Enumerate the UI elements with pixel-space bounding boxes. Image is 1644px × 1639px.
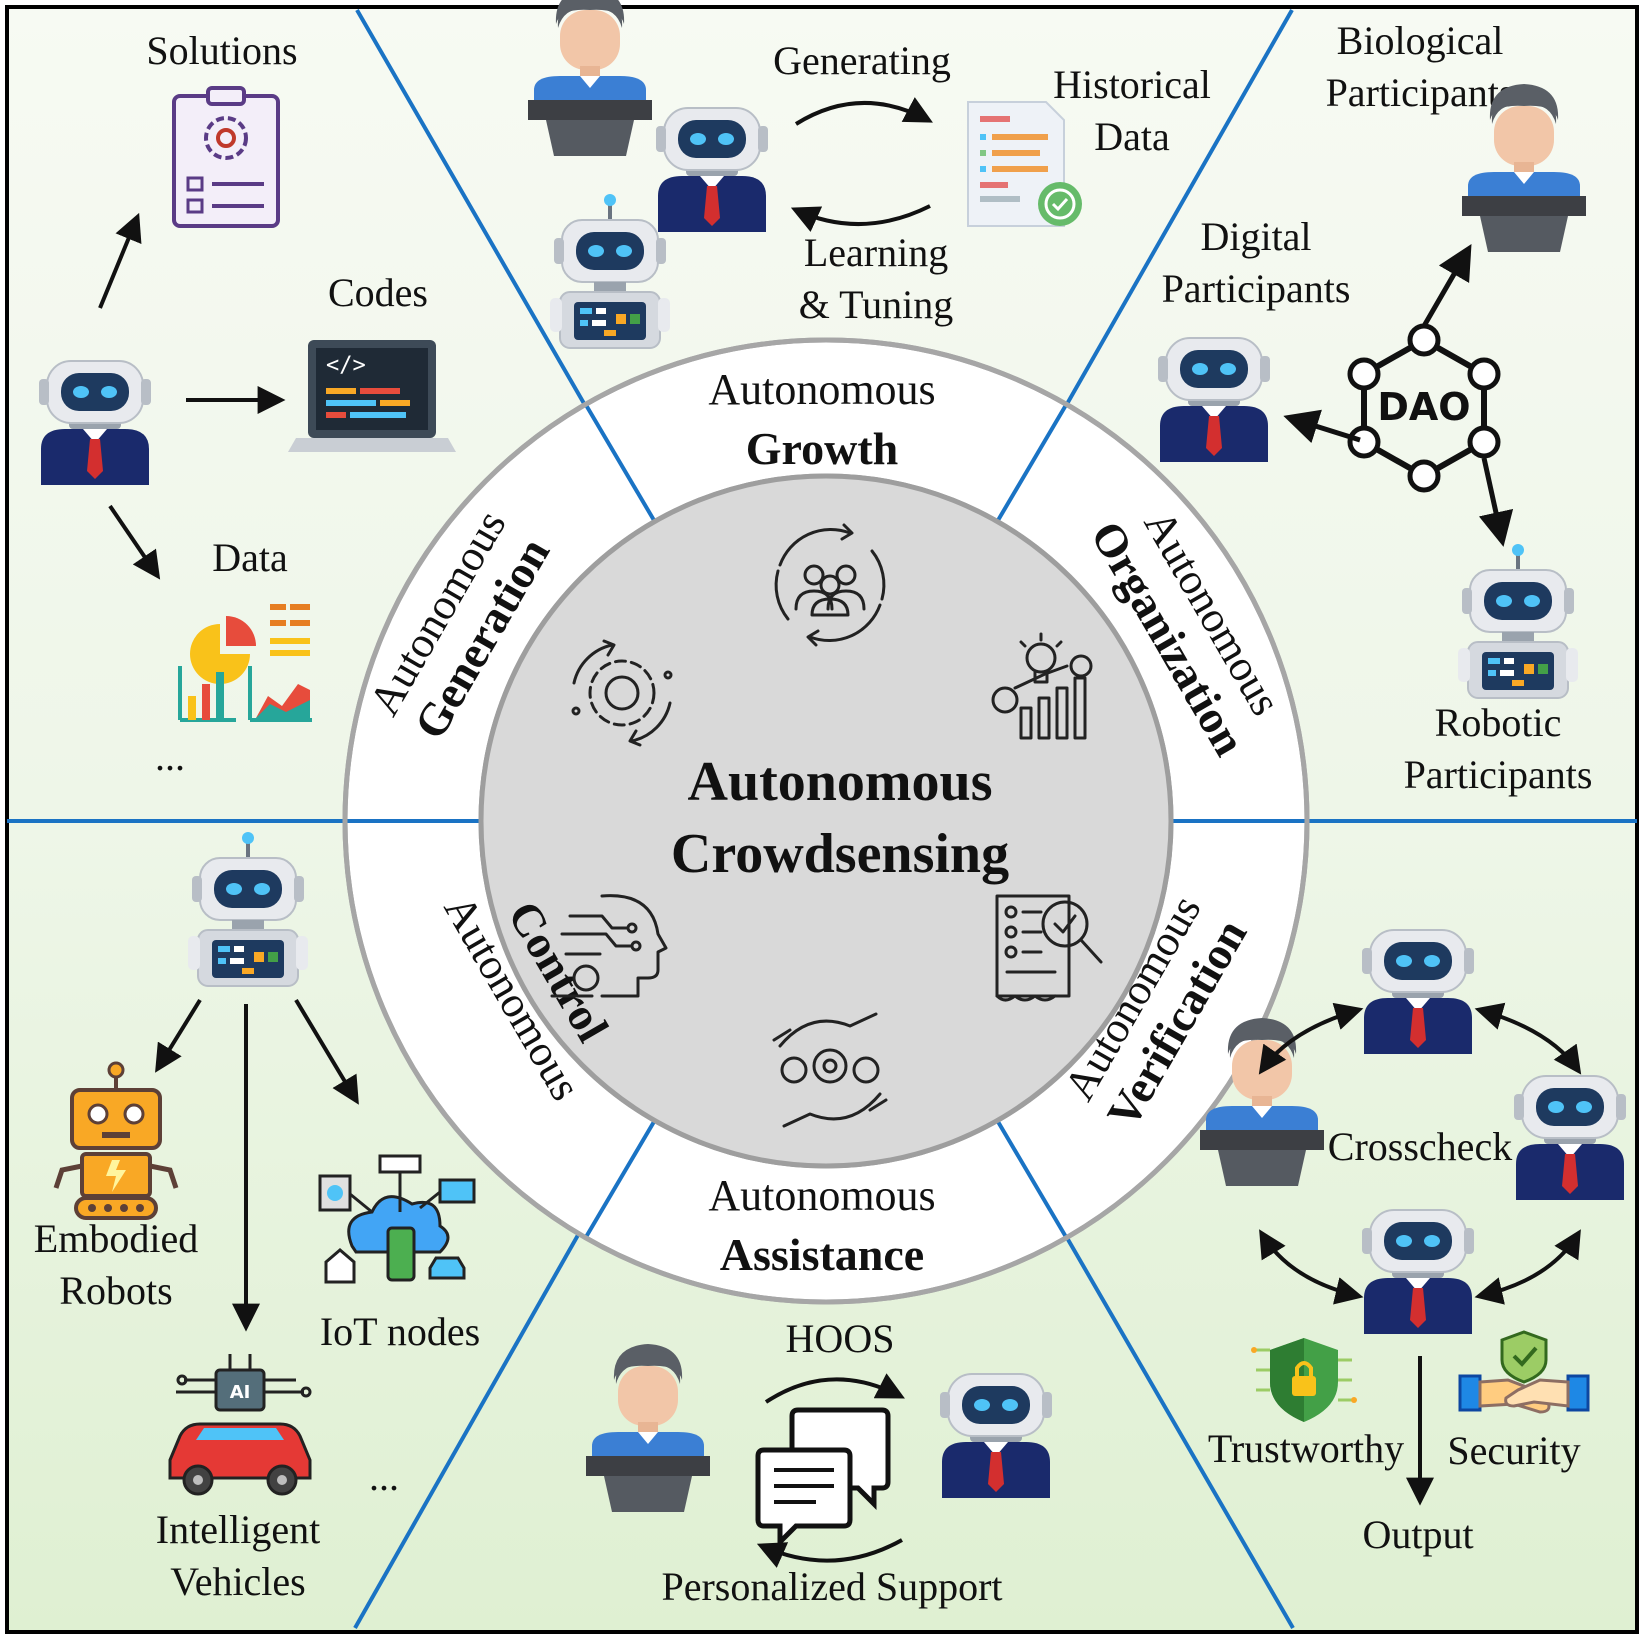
ring-assistance-top: Autonomous [708,1171,935,1220]
label-generating: Generating [773,38,951,83]
label-trustworthy: Trustworthy [1208,1426,1404,1471]
idea-growth-icon [991,632,1093,740]
generation-ellipsis: ... [155,734,185,779]
label-personalized-support: Personalized Support [661,1564,1002,1609]
label-crosscheck: Crosscheck [1328,1124,1512,1169]
label-embodied: Embodied [34,1216,198,1261]
code-tag-glyph: </> [326,353,366,378]
historical-data-document-icon [967,101,1082,227]
data-charts-icon [178,604,312,722]
label-historical: Historical [1053,62,1211,107]
label-robotic-participants: Participants [1404,752,1593,797]
handshake-gears-icon [772,1012,888,1128]
label-historical-data: Data [1094,114,1170,159]
center-title-line2: Crowdsensing [671,823,1009,885]
center-title-line1: Autonomous [688,751,993,813]
label-intelligent: Intelligent [156,1507,320,1552]
team-cycle-icon [774,523,886,647]
label-digital-participants: Participants [1162,266,1351,311]
label-output: Output [1362,1512,1473,1557]
label-biological-participants: Participants [1326,70,1515,115]
ring-growth-bold: Growth [746,423,899,474]
dao-label: DAO [1377,385,1470,429]
code-laptop-icon: </> [288,340,456,452]
ring-separators [345,403,1307,1239]
label-security: Security [1447,1428,1580,1473]
label-iot-nodes: IoT nodes [320,1309,480,1354]
control-ellipsis: ... [369,1454,399,1499]
label-learning: Learning [804,230,948,275]
iot-cloud-icon [318,1154,476,1284]
ring-growth-top: Autonomous [708,365,935,414]
label-digital: Digital [1200,214,1311,259]
label-robots: Robots [59,1268,172,1313]
label-tuning: & Tuning [799,282,954,327]
ring-assistance-bold: Assistance [720,1229,924,1280]
label-vehicles: Vehicles [170,1559,306,1604]
label-biological: Biological [1337,18,1504,63]
label-codes: Codes [328,270,428,315]
ai-chip-label: AI [230,1382,251,1403]
intelligent-vehicle-icon: AI [168,1354,312,1496]
chat-bubbles-icon [755,1407,891,1549]
label-solutions: Solutions [146,28,297,73]
dao-network-icon: DAO [1347,323,1501,493]
checklist-search-icon [995,894,1103,1002]
shield-lock-icon [1251,1338,1357,1422]
label-data: Data [212,535,288,580]
label-hoos: HOOS [786,1316,895,1361]
label-robotic: Robotic [1435,700,1562,745]
solutions-clipboard-icon [172,86,280,228]
ai-head-icon [550,894,668,998]
handshake-security-icon [1458,1330,1590,1414]
embodied-robot-icon [53,1061,179,1220]
gear-cycle-icon [571,639,673,747]
